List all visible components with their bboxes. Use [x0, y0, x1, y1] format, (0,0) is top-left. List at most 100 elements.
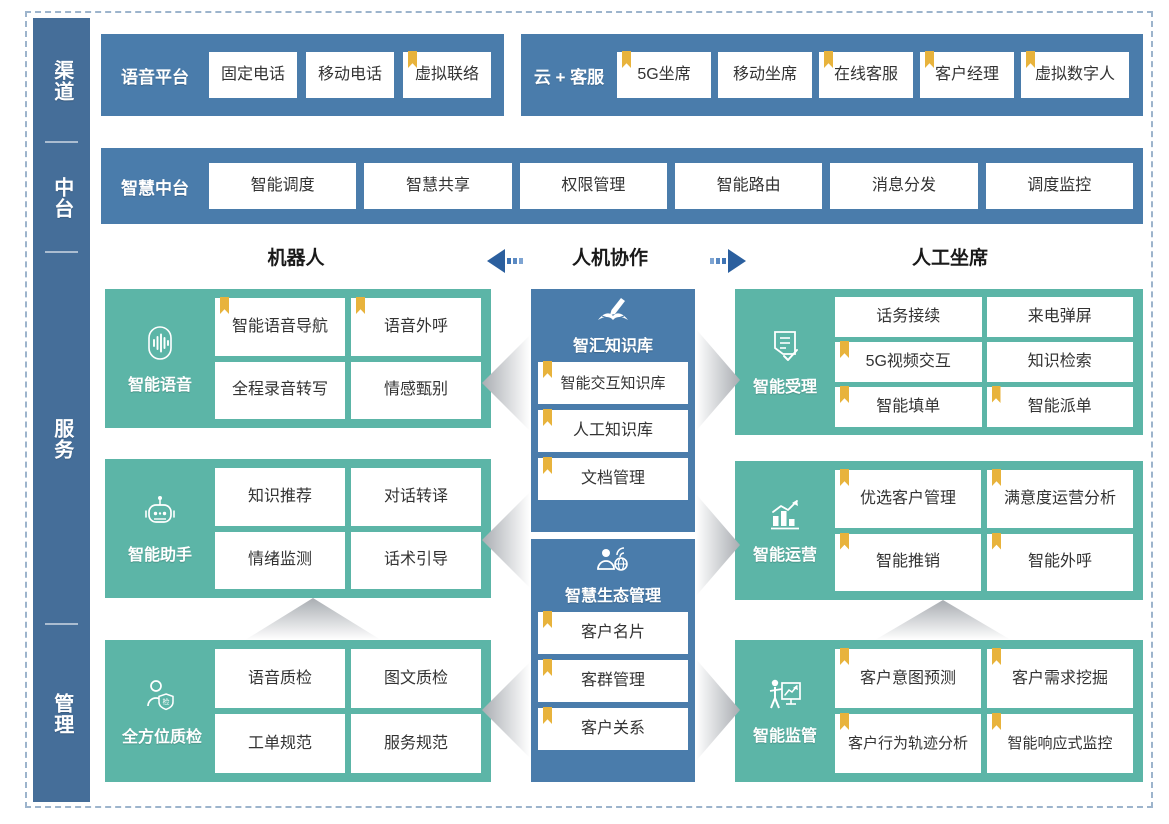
group-title: 语音平台 [121, 67, 189, 87]
group-items: 智能调度 智慧共享 权限管理 智能路由 消息分发 调度监控 [209, 148, 1143, 224]
panel-title: 全方位质检 [121, 729, 202, 746]
feature-chip[interactable]: 工单规范 [215, 714, 345, 773]
platform-chip[interactable]: 智能调度 [209, 163, 357, 209]
feature-chip[interactable]: 客户行为轨迹分析 [835, 714, 981, 773]
bar-chart-trend-icon [766, 497, 804, 538]
feature-chip[interactable]: 对话转译 [351, 468, 481, 526]
panel-smart-operations: 智能运营 优选客户管理 满意度运营分析 智能推销 智能外呼 [735, 461, 1143, 600]
feature-chip[interactable]: 图文质检 [351, 649, 481, 708]
feature-chip[interactable]: 文档管理 [538, 458, 688, 500]
panel-identity: 智能监管 [735, 640, 835, 782]
channel-chip[interactable]: 虚拟数字人 [1021, 52, 1129, 98]
feature-chip[interactable]: 客户需求挖掘 [987, 649, 1133, 708]
panel-title: 智能运营 [752, 546, 817, 564]
arrow-right-icon [700, 248, 746, 274]
panel-items: 优选客户管理 满意度运营分析 智能推销 智能外呼 [835, 461, 1143, 600]
panel-items: 智能交互知识库 人工知识库 文档管理 [531, 356, 695, 508]
feature-chip[interactable]: 智能派单 [986, 387, 1133, 427]
diagram-outer-frame [25, 11, 1153, 808]
feature-chip[interactable]: 智能推销 [835, 533, 981, 591]
feature-chip[interactable]: 情绪监测 [215, 531, 345, 589]
panel-title: 智能语音 [127, 376, 192, 394]
feature-chip[interactable]: 智能交互知识库 [538, 362, 688, 404]
channel-chip[interactable]: 移动电话 [306, 52, 394, 98]
panel-identity: 智能助手 [105, 459, 215, 598]
presenter-chart-icon [765, 676, 805, 719]
panel-title: 智能受理 [752, 379, 817, 396]
feature-chip[interactable]: 全程录音转写 [215, 361, 345, 419]
group-title: 智慧中台 [121, 178, 189, 198]
group-items: 5G坐席 移动坐席 在线客服 客户经理 虚拟数字人 [617, 34, 1143, 116]
feature-chip[interactable]: 情感甄别 [351, 361, 481, 419]
sidebar-item-management[interactable]: 管理 [33, 625, 90, 802]
channel-chip[interactable]: 固定电话 [209, 52, 297, 98]
sidebar-item-label: 服务 [50, 418, 73, 460]
platform-row: 智慧中台 智能调度 智慧共享 权限管理 智能路由 消息分发 调度监控 [101, 148, 1143, 224]
feature-chip[interactable]: 服务规范 [351, 714, 481, 773]
column-header-human-agent: 人工坐席 [911, 248, 988, 269]
feature-chip[interactable]: 智能响应式监控 [987, 714, 1133, 773]
panel-items: 语音质检 图文质检 工单规范 服务规范 [215, 640, 491, 782]
panel-title: 智能监管 [752, 728, 817, 745]
panel-items: 智能语音导航 语音外呼 全程录音转写 情感甄别 [215, 289, 491, 428]
sidebar-item-middle-platform[interactable]: 中台 [33, 143, 90, 253]
platform-chip[interactable]: 智能路由 [674, 163, 823, 209]
feature-chip[interactable]: 5G视频交互 [835, 342, 982, 382]
platform-chip[interactable]: 权限管理 [519, 163, 667, 209]
feature-chip[interactable]: 语音外呼 [351, 298, 481, 356]
sidebar-divider [45, 141, 78, 143]
channel-group-cloud-service: 云 + 客服 5G坐席 移动坐席 在线客服 客户经理 虚拟数字人 [521, 34, 1143, 116]
feature-chip[interactable]: 语音质检 [215, 649, 345, 708]
panel-identity: 智慧生态管理 [531, 539, 695, 606]
platform-chip[interactable]: 消息分发 [830, 163, 978, 209]
platform-chip[interactable]: 调度监控 [985, 163, 1133, 209]
channel-chip[interactable]: 移动坐席 [718, 52, 812, 98]
feature-chip[interactable]: 智能填单 [835, 387, 982, 427]
channel-chip[interactable]: 客户经理 [920, 52, 1014, 98]
panel-title: 智能助手 [127, 546, 192, 564]
feature-chip[interactable]: 客户意图预测 [835, 649, 981, 708]
panel-title: 智慧生态管理 [564, 588, 661, 605]
feature-chip[interactable]: 优选客户管理 [835, 470, 981, 528]
feature-chip[interactable]: 人工知识库 [538, 410, 688, 452]
platform-chip[interactable]: 智慧共享 [364, 163, 512, 209]
panel-identity: 智汇知识库 [531, 289, 695, 356]
feature-chip[interactable]: 客户名片 [538, 612, 688, 654]
column-header-robot: 机器人 [267, 248, 325, 269]
panel-smart-voice: 智能语音 智能语音导航 语音外呼 全程录音转写 情感甄别 [105, 289, 491, 428]
feature-chip[interactable]: 满意度运营分析 [987, 470, 1133, 528]
feature-chip[interactable]: 知识推荐 [215, 468, 345, 526]
sidebar-item-label: 管理 [50, 692, 73, 735]
column-header-collaboration: 人机协作 [571, 248, 648, 269]
panel-identity: 智能受理 [735, 289, 835, 435]
arrow-left-icon [487, 248, 533, 274]
feature-chip[interactable]: 客群管理 [538, 660, 688, 702]
panel-identity: 智能运营 [735, 461, 835, 600]
sidebar-item-channel[interactable]: 渠道 [33, 18, 90, 143]
sidebar-item-service[interactable]: 服务 [33, 253, 90, 625]
layer-sidebar: 渠道 中台 服务 管理 [33, 18, 90, 802]
feature-chip[interactable]: 话术引导 [351, 531, 481, 589]
feature-chip[interactable]: 知识检索 [986, 342, 1133, 382]
panel-smart-supervision: 智能监管 客户意图预测 客户需求挖掘 客户行为轨迹分析 智能响应式监控 [735, 640, 1143, 782]
channel-group-voice-platform: 语音平台 固定电话 移动电话 虚拟联络 [101, 34, 504, 116]
feature-chip[interactable]: 客户关系 [538, 708, 688, 750]
channel-chip[interactable]: 在线客服 [819, 52, 913, 98]
feature-chip[interactable]: 智能语音导航 [215, 298, 345, 356]
svg-text:检: 检 [163, 697, 170, 706]
feature-chip[interactable]: 来电弹屏 [986, 297, 1133, 337]
panel-identity: 智能语音 [105, 289, 215, 428]
feature-chip[interactable]: 话务接续 [835, 297, 982, 337]
panel-items: 话务接续 来电弹屏 5G视频交互 知识检索 智能填单 智能派单 [835, 289, 1143, 435]
robot-icon [140, 493, 180, 538]
sidebar-divider [45, 623, 78, 625]
panel-smart-acceptance: 智能受理 话务接续 来电弹屏 5G视频交互 知识检索 智能填单 智能派单 [735, 289, 1143, 435]
channel-chip[interactable]: 虚拟联络 [403, 52, 491, 98]
feature-chip[interactable]: 智能外呼 [987, 533, 1133, 591]
channel-chip[interactable]: 5G坐席 [617, 52, 711, 98]
panel-items: 知识推荐 对话转译 情绪监测 话术引导 [215, 459, 491, 598]
form-check-icon [767, 327, 803, 370]
panel-eco-management: 智慧生态管理 客户名片 客群管理 客户关系 [531, 539, 695, 782]
group-title: 云 + 客服 [533, 67, 605, 87]
sidebar-divider [45, 251, 78, 253]
